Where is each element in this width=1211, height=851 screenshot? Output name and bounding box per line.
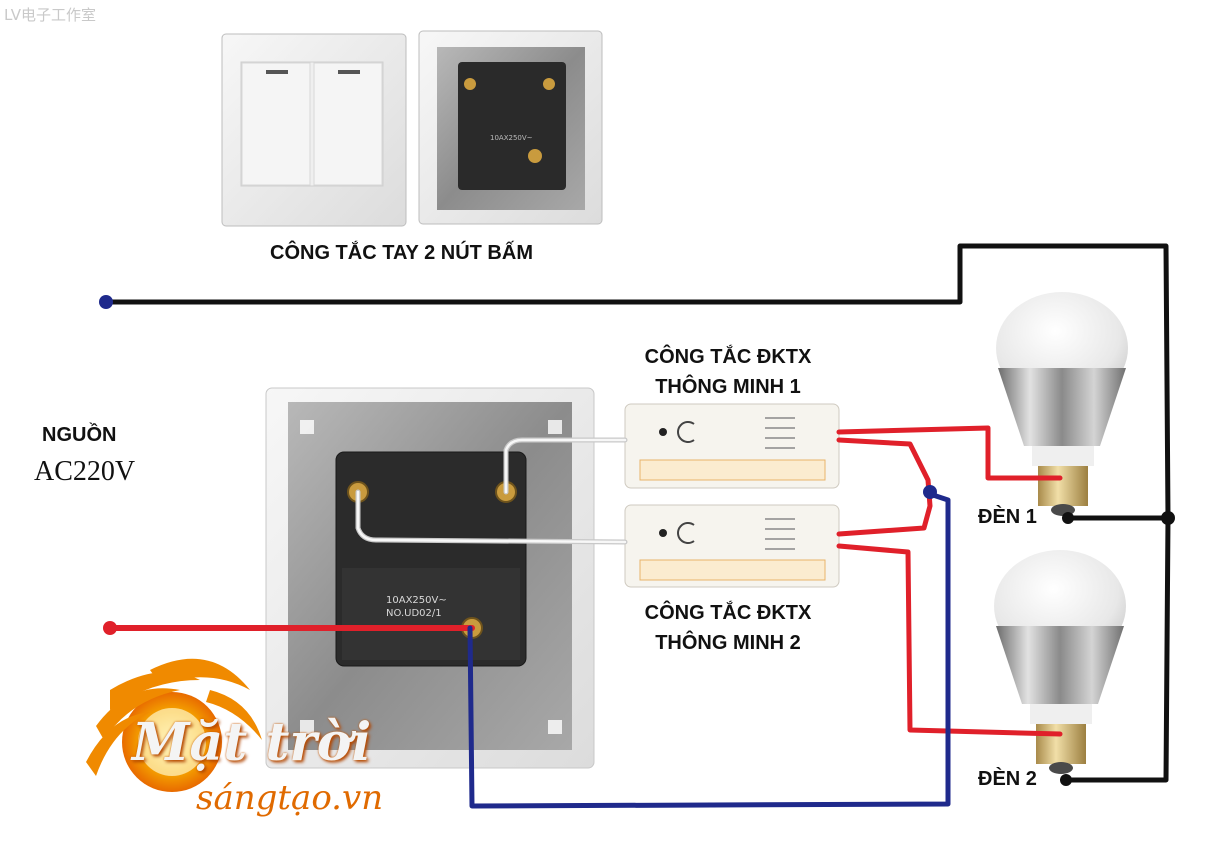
neutral-junction [923, 485, 937, 499]
lamp-1-label: ĐÈN 1 [978, 506, 1037, 528]
switch-rating-text: 10AX250V~ NO.UD02/1 [386, 594, 447, 620]
lamp-2-label: ĐÈN 2 [978, 768, 1037, 790]
switch-model: NO.UD02/1 [386, 608, 442, 619]
bulb-2 [994, 550, 1126, 774]
neutral-wire [467, 491, 951, 809]
lamp2-output-wire [836, 543, 1063, 737]
smart-switch-1 [624, 403, 840, 489]
smart-switch-1-label-line2: THÔNG MINH 1 [655, 376, 801, 398]
smart-switch-1-label-line1: CÔNG TẮC ĐKTX [644, 346, 812, 368]
smart-switch-1-label: CÔNG TẮC ĐKTX THÔNG MINH 1 [628, 342, 828, 402]
manual-switch-front [221, 33, 407, 227]
manual-switch-label: CÔNG TẮC TAY 2 NÚT BẤM [270, 242, 533, 264]
switch-rating: 10AX250V~ [386, 595, 447, 606]
sun-logo-icon [86, 658, 262, 792]
lamp1-output-wire [836, 425, 1063, 481]
logo-subtitle: sángtạo.vn [196, 778, 384, 818]
source-neutral-terminal [99, 295, 113, 309]
logo-title: Mặt trời [132, 712, 372, 773]
smart-switch-2-label-line2: THÔNG MINH 2 [655, 632, 801, 654]
watermark: LV电子工作室 [4, 6, 96, 24]
manual-switch-back-large [265, 387, 595, 769]
source-voltage: AC220V [34, 456, 136, 487]
lamp2-terminal [1060, 774, 1072, 786]
source-live-terminal [103, 621, 117, 635]
control-wire-1-core [504, 438, 627, 494]
svg-text:10AX250V~: 10AX250V~ [490, 134, 533, 142]
return-junction [1161, 511, 1175, 525]
manual-switch-back: 10AX250V~ [418, 30, 603, 225]
lamp1-terminal [1062, 512, 1074, 524]
smart-switch-2-label-line1: CÔNG TẮC ĐKTX [644, 602, 812, 624]
control-wire-2-core [356, 490, 627, 544]
bulb-1 [996, 292, 1128, 516]
smart-switch-2-label: CÔNG TẮC ĐKTX THÔNG MINH 2 [628, 598, 828, 658]
smart-switch-2 [624, 504, 840, 588]
return-wire [103, 243, 1171, 783]
source-title: NGUỒN [42, 424, 117, 446]
lamp1-output-wire-b [836, 437, 933, 537]
